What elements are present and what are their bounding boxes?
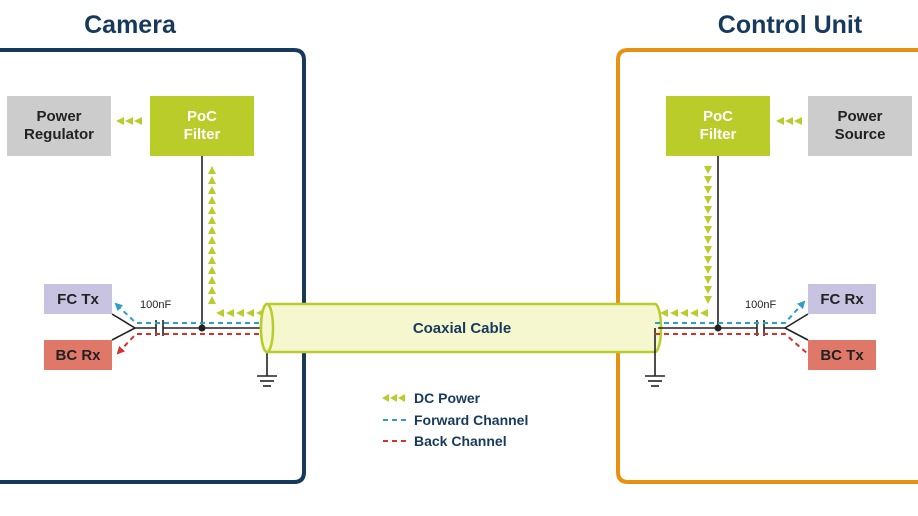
fc-tx-block: FC Tx	[44, 284, 112, 314]
bc-tx-label: BC Tx	[820, 347, 864, 364]
legend-dc-power-label: DC Power	[414, 390, 481, 406]
camera-splitter	[111, 313, 277, 387]
control-forward-channel	[655, 300, 806, 324]
dc-arrows-camera-horizontal	[216, 309, 264, 317]
dc-arrows-to-regulator	[116, 117, 142, 125]
camera-capacitor-label: 100nF	[140, 299, 171, 311]
fc-rx-block: FC Rx	[808, 284, 876, 314]
fc-tx-label: FC Tx	[57, 291, 99, 308]
power-source-block: Power Source	[808, 96, 912, 156]
bc-rx-block: BC Rx	[44, 340, 112, 370]
control-splitter	[645, 313, 809, 387]
control-capacitor-label: 100nF	[745, 299, 776, 311]
control-unit-enclosure	[616, 48, 918, 484]
camera-forward-channel	[114, 302, 268, 324]
camera-poc-filter-line1: PoC	[187, 108, 217, 125]
camera-title: Camera	[84, 11, 177, 39]
power-source-line1: Power	[837, 108, 882, 125]
legend-dc-power-marker	[382, 394, 405, 402]
dc-arrows-from-source	[776, 117, 802, 125]
fc-rx-label: FC Rx	[820, 291, 864, 308]
camera-poc-filter-block: PoC Filter	[150, 96, 254, 156]
camera-node	[198, 324, 206, 332]
legend-forward-label: Forward Channel	[414, 412, 528, 428]
dc-arrows-control-horizontal	[660, 309, 708, 317]
power-source-line2: Source	[835, 126, 886, 143]
power-regulator-block: Power Regulator	[7, 96, 111, 156]
control-poc-filter-line2: Filter	[700, 126, 737, 143]
control-poc-filter-line1: PoC	[703, 108, 733, 125]
power-regulator-line1: Power	[36, 108, 81, 125]
legend-back-label: Back Channel	[414, 433, 507, 449]
control-poc-filter-block: PoC Filter	[666, 96, 770, 156]
control-node	[714, 324, 722, 332]
control-back-channel	[655, 333, 809, 355]
camera-poc-filter-line2: Filter	[184, 126, 221, 143]
coaxial-cable: Coaxial Cable	[259, 302, 663, 354]
legend: DC Power Forward Channel Back Channel	[382, 390, 528, 449]
bc-rx-label: BC Rx	[55, 347, 101, 364]
power-regulator-line2: Regulator	[24, 126, 94, 143]
bc-tx-block: BC Tx	[808, 340, 876, 370]
coaxial-cable-label: Coaxial Cable	[413, 320, 511, 337]
dc-arrows-up	[208, 166, 216, 304]
control-unit-title: Control Unit	[718, 11, 863, 39]
camera-back-channel	[116, 333, 268, 355]
camera-enclosure	[0, 48, 306, 484]
dc-arrows-down	[704, 166, 712, 304]
